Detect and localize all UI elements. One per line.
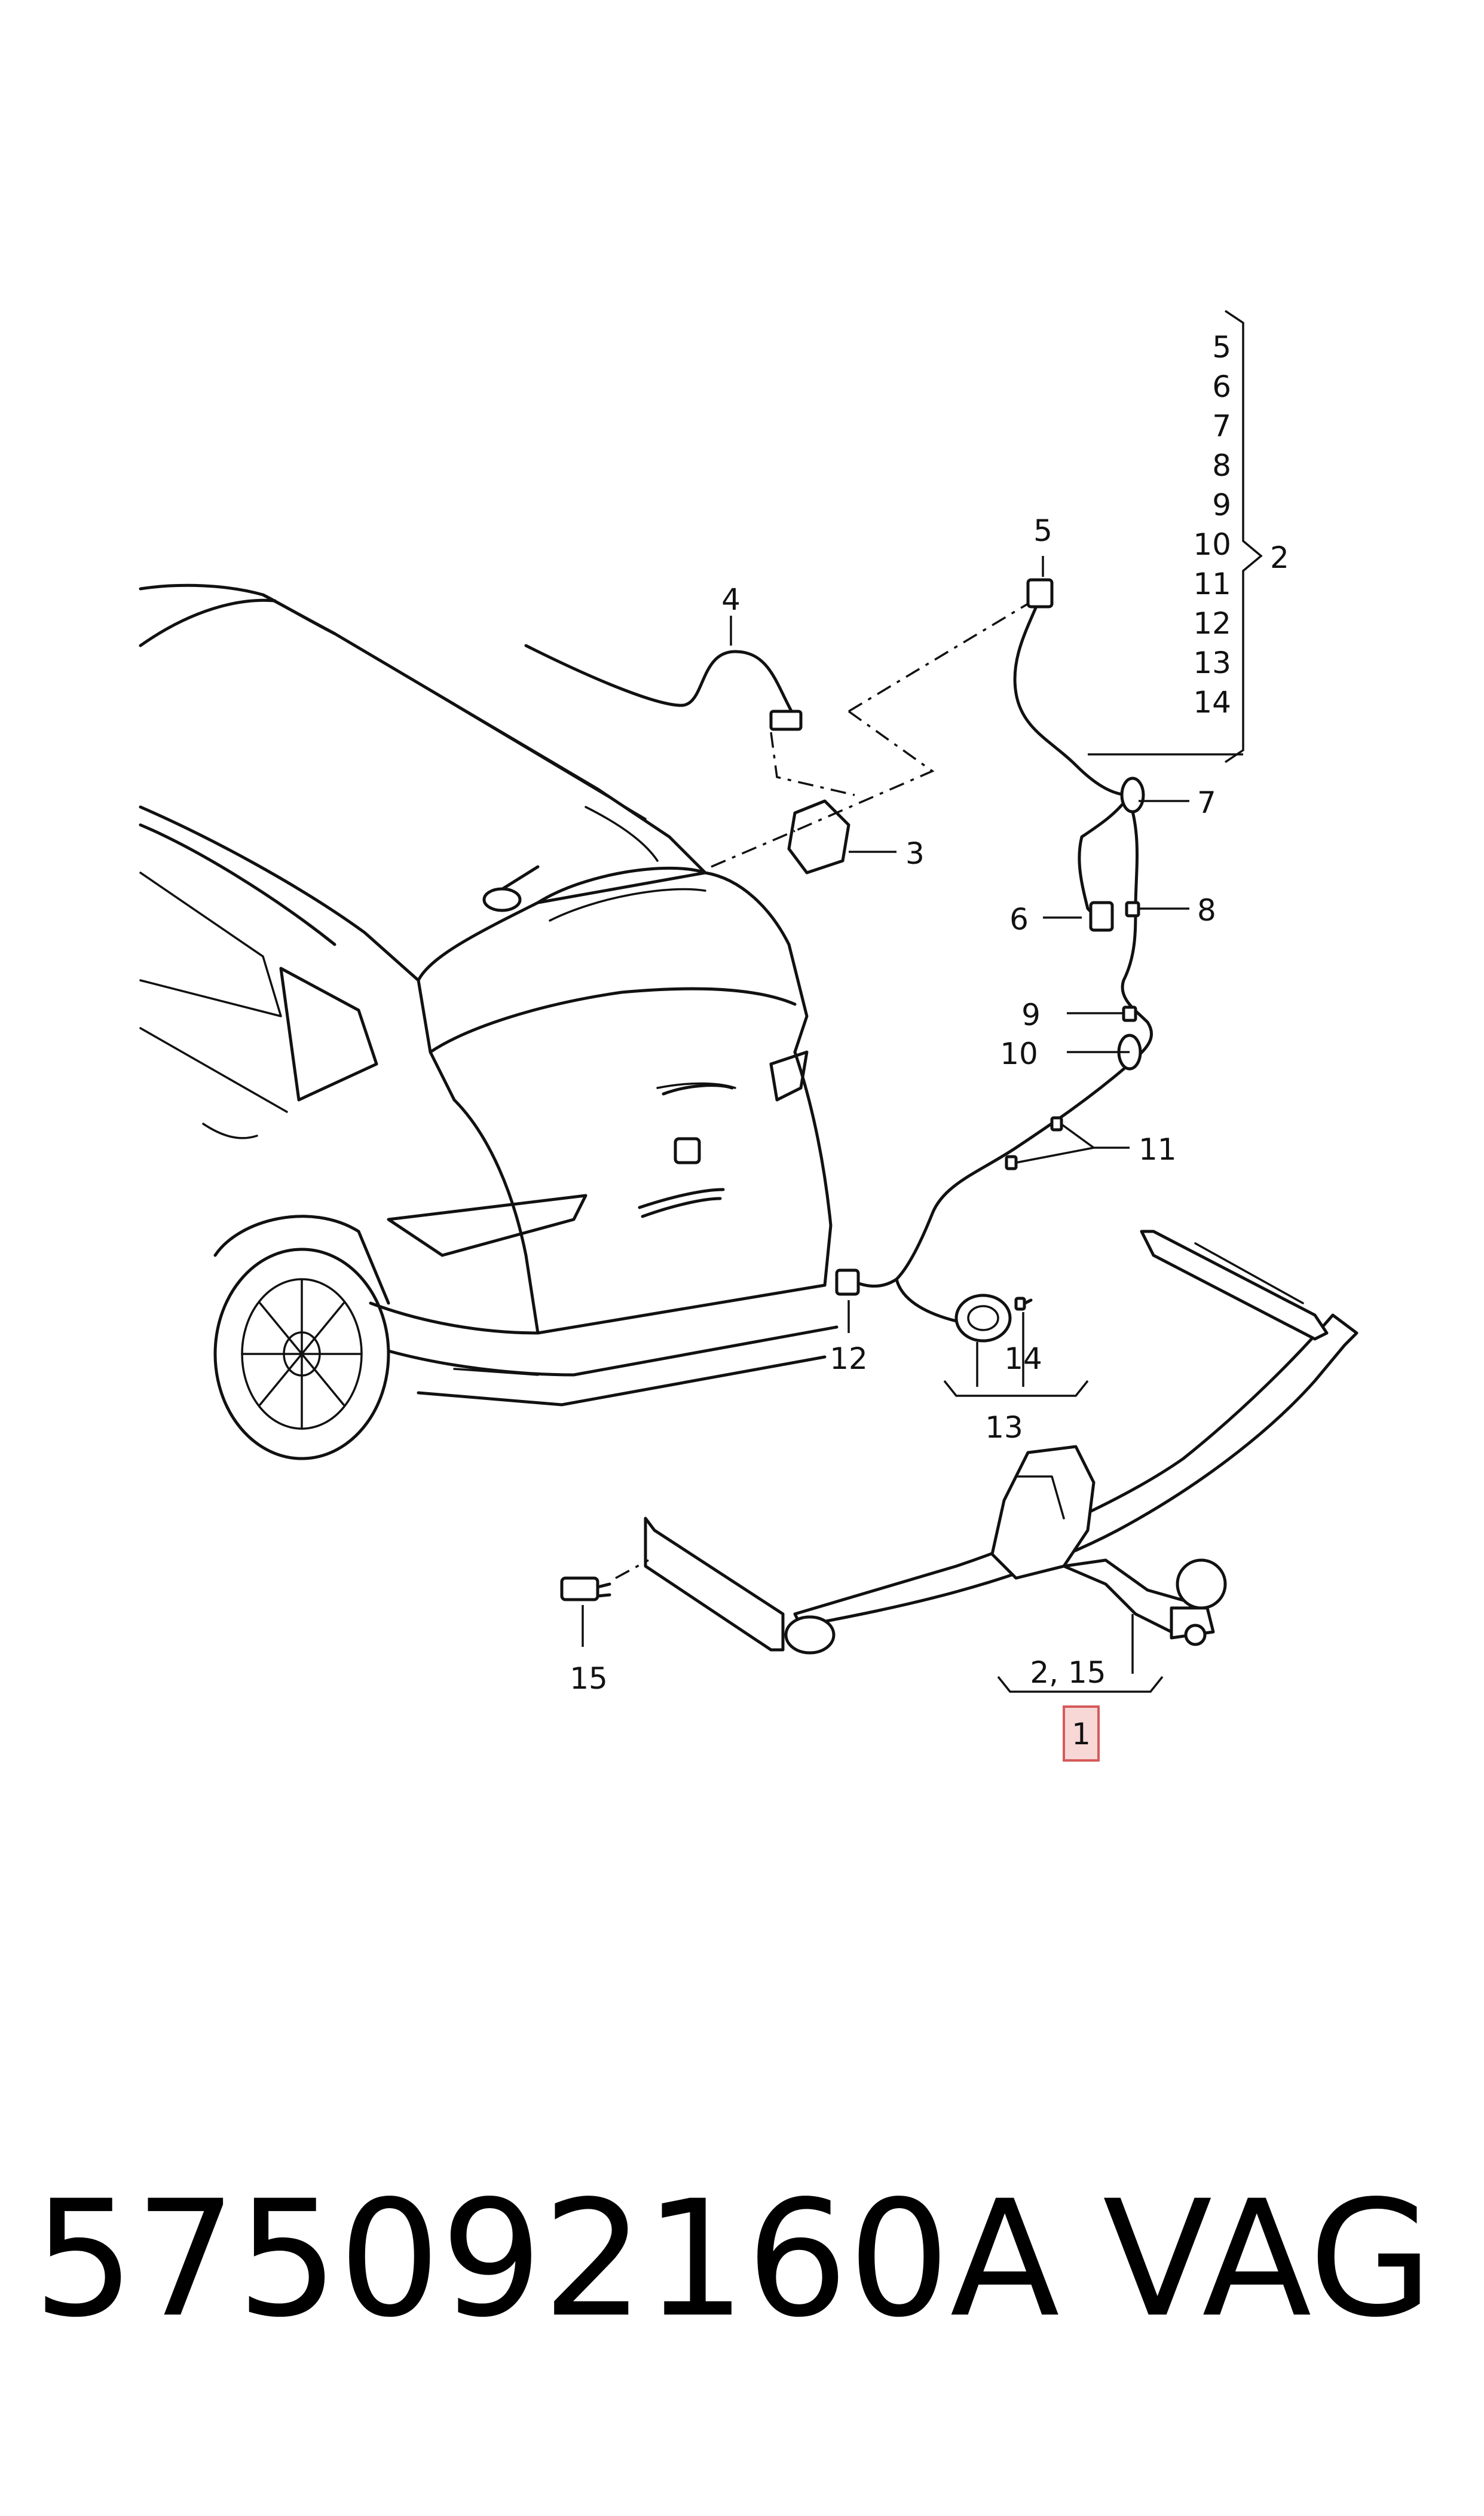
callout-1: 1 [1072,1717,1091,1751]
callout-2: 2 [1270,540,1289,575]
group-item-7: 7 [1212,409,1231,444]
brand-name: VAG [1103,2166,1433,2353]
group-item-6: 6 [1212,369,1231,404]
callout-13: 13 [985,1410,1023,1445]
leader-lines [582,310,1263,1693]
vehicle-illustration [139,583,839,1460]
callout-4: 4 [721,582,741,617]
callout-9: 9 [1021,998,1041,1032]
callout-10: 10 [1000,1037,1038,1071]
group-item-8: 8 [1212,448,1231,483]
callout-5: 5 [1033,513,1052,548]
group-item-13: 13 [1193,646,1231,680]
callout-15: 15 [570,1661,608,1696]
group-item-9: 9 [1212,488,1231,522]
part-number: 575092160A [33,2166,1060,2353]
wiring-harness [524,578,1153,1343]
group-item-14: 14 [1193,685,1231,720]
callout-8: 8 [1197,893,1216,928]
callout-7: 7 [1197,785,1216,820]
callout-group-1: 2, 15 [1030,1655,1106,1690]
callout-6: 6 [1009,902,1029,937]
group-item-5: 5 [1212,330,1231,365]
group-item-11: 11 [1193,567,1231,601]
callout-14: 14 [1004,1341,1042,1376]
callout-labels: 4 3 5 6 7 8 9 10 11 12 14 13 15 2, 15 2 … [570,330,1289,1762]
callout-12: 12 [830,1341,868,1376]
callout-11: 11 [1139,1132,1177,1167]
callout-3: 3 [905,836,925,871]
group-item-10: 10 [1193,527,1231,562]
tow-bar-illustration [560,1230,1358,1655]
group-item-12: 12 [1193,606,1231,641]
callout-1-highlight[interactable] [1063,1705,1100,1762]
